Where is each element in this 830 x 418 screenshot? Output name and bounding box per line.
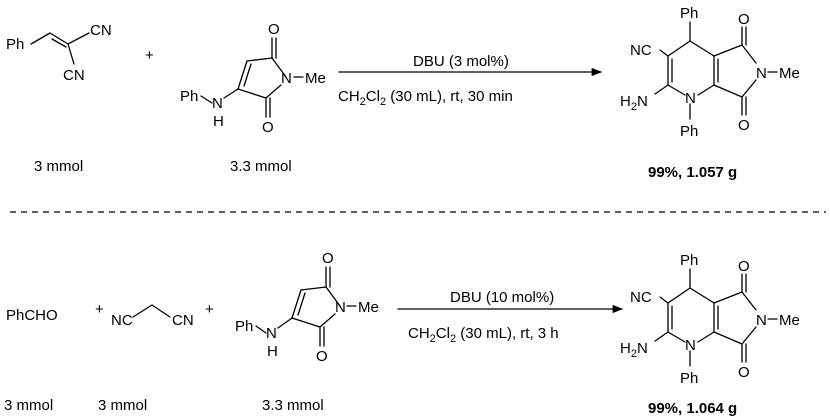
- amount-label: 3.3 mmol: [262, 397, 324, 414]
- atom-label-cn-bottom: CN: [63, 67, 85, 84]
- atom-label-o: O: [322, 250, 334, 267]
- reaction-arrow-1: DBU (3 mol%) CH2Cl2 (30 mL), rt, 30 min: [338, 53, 603, 108]
- condition-top-1: DBU (3 mol%): [413, 53, 509, 70]
- condition-top-2: DBU (10 mol%): [450, 289, 554, 306]
- atom-label-ph: Ph: [680, 252, 698, 269]
- yield-label-1: 99%, 1.057 g: [648, 164, 737, 181]
- atom-label-h: H: [267, 343, 278, 360]
- plus-sign-2a: +: [95, 301, 104, 318]
- atom-label-n: N: [335, 299, 346, 316]
- reaction-arrow-2: DBU (10 mol%) CH2Cl2 (30 mL), rt, 3 h: [397, 289, 624, 345]
- atom-label-n: N: [756, 312, 767, 329]
- atom-label-o: O: [268, 21, 280, 38]
- atom-label-n: N: [212, 95, 223, 112]
- aminomaleimide-structure-1: Ph N H O O N Me: [180, 21, 326, 136]
- amount-label: 3.3 mmol: [230, 158, 292, 175]
- atom-label-n: N: [685, 90, 696, 107]
- reagent-benzaldehyde: PhCHO: [6, 307, 58, 324]
- atom-label-ph: Ph: [680, 5, 698, 22]
- malononitrile-structure: NC CN: [111, 304, 194, 329]
- plus-sign-2b: +: [205, 301, 214, 318]
- atom-label-cn: CN: [172, 312, 194, 329]
- atom-label-cn-top: CN: [90, 22, 112, 39]
- condition-bottom-1: CH2Cl2 (30 mL), rt, 30 min: [338, 88, 513, 108]
- atom-label-nc: NC: [111, 312, 133, 329]
- plus-sign-1: +: [145, 47, 154, 64]
- atom-label-n: N: [685, 337, 696, 354]
- amount-label: 3 mmol: [98, 397, 147, 414]
- atom-label-o: O: [738, 117, 750, 134]
- atom-label-ph: Ph: [6, 36, 24, 53]
- amount-label: 3 mmol: [4, 397, 53, 414]
- reaction-2: PhCHO + NC CN + Ph N H O: [4, 250, 800, 417]
- atom-label-o: O: [738, 364, 750, 381]
- atom-label-o: O: [316, 348, 328, 365]
- aminomaleimide-structure-2: Ph N H O O N Me: [235, 250, 379, 365]
- product-structure-2: Ph NC N H2N Ph O O: [620, 252, 800, 387]
- atom-label-me: Me: [305, 70, 326, 87]
- atom-label-me: Me: [779, 65, 800, 82]
- yield-label-2: 99%, 1.064 g: [648, 400, 737, 417]
- atom-label-nc: NC: [630, 289, 652, 306]
- product-structure-1: Ph NC N H2N Ph O O: [620, 5, 800, 140]
- atom-label-h: H: [213, 113, 224, 130]
- reaction-1: Ph CN CN + Ph N H O: [6, 5, 800, 181]
- atom-label-o: O: [738, 11, 750, 28]
- condition-bottom-2: CH2Cl2 (30 mL), rt, 3 h: [408, 325, 559, 345]
- atom-label-h2n: H2N: [620, 93, 648, 113]
- atom-label-ph: Ph: [680, 123, 698, 140]
- atom-label-n: N: [281, 70, 292, 87]
- atom-label-n: N: [266, 325, 277, 342]
- atom-label-me: Me: [358, 299, 379, 316]
- amount-label: 3 mmol: [34, 158, 83, 175]
- atom-label-o: O: [262, 119, 274, 136]
- atom-label-me: Me: [779, 312, 800, 329]
- atom-label-ph: Ph: [680, 370, 698, 387]
- atom-label-nc: NC: [630, 42, 652, 59]
- atom-label-o: O: [738, 258, 750, 275]
- atom-label-ph: Ph: [180, 88, 198, 105]
- benzylidenemalononitrile-structure: Ph CN CN: [6, 22, 112, 84]
- atom-label-n: N: [756, 65, 767, 82]
- atom-label-h2n: H2N: [620, 340, 648, 360]
- atom-label-ph: Ph: [235, 318, 253, 335]
